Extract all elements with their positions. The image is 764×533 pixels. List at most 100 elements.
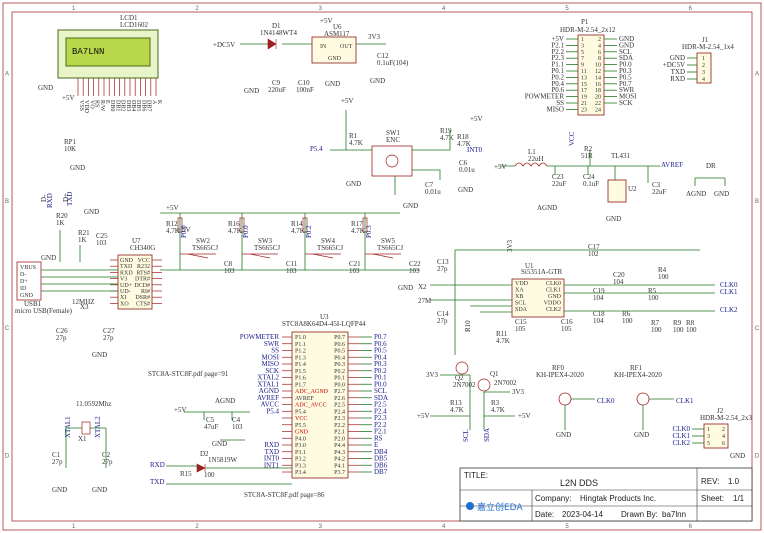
stc-5v: +5V	[174, 406, 187, 414]
switch-c-ref-1: C11	[286, 260, 298, 268]
stc-left-pin-7: P1.7	[295, 382, 306, 388]
switch-part-1: TS665CJ	[254, 244, 280, 252]
p1-pin-r-1: 4	[598, 43, 601, 49]
switch-r-ref-0: R12	[166, 220, 178, 228]
stc-right-net-15: RS	[374, 434, 383, 442]
sw1-5v-2: +5V	[470, 115, 483, 123]
stc-right-net-18: DB5	[374, 455, 388, 463]
c12-val: 0.1uF(104)	[377, 59, 409, 67]
c17-ref: C17	[588, 243, 600, 251]
lcd-pin-a: A	[151, 100, 157, 105]
ch340-gnd-left: GND	[41, 254, 56, 262]
mcu-crystal: 11.0592Mhz X1 XTAL1 XTAL2 C1 27p C2 27p …	[52, 400, 113, 494]
ch340-left-7: XO	[120, 301, 129, 307]
lcd-pin-db6: DB6	[140, 100, 146, 111]
frame-col-2: 2	[195, 6, 199, 12]
stc-left-net-3: MOSI	[261, 353, 279, 361]
r11-ref: R11	[496, 330, 508, 338]
switch-r-ref-2: R14	[291, 220, 303, 228]
p1-right-0: GND	[619, 35, 634, 43]
p1-pin-r-7: 16	[595, 82, 601, 88]
c10-val: 100nF	[296, 86, 314, 94]
led-d-plus: D+	[62, 193, 70, 202]
si-left-2: XB	[515, 294, 523, 300]
j1-pin-0: 1	[702, 56, 705, 62]
switch-net-2: P0.2	[305, 225, 313, 238]
stc-right-net-4: P0.3	[374, 360, 387, 368]
r21-ref: R21	[78, 229, 90, 237]
u6-ref: U6	[333, 23, 342, 31]
stc-left-pin-19: P3.3	[295, 463, 306, 469]
p1-pin-l-7: 15	[581, 82, 587, 88]
stc-left-net-7: XTAL1	[257, 380, 279, 388]
lcd-pin-e: E	[104, 100, 110, 104]
push-buttons: +5V GND R124.7KSW2TS665CJP0.0C8103R164.7…	[160, 204, 421, 292]
c18-val: 104	[593, 317, 604, 325]
switch-part-3: TS665CJ	[377, 244, 403, 252]
sw1-gnd-3: GND	[458, 186, 473, 194]
stc-left-net-8: AGND	[259, 387, 279, 395]
power-supply: D1 1N4148WT4 U6 ASM117 +DC5V +5V 3V3 IN …	[213, 17, 409, 95]
switch-resistor-1	[239, 217, 245, 233]
usb-pin-4: GND	[20, 293, 34, 299]
stc-left-net-0: POWMETER	[240, 333, 280, 341]
rxd-led-net: RXD	[46, 193, 54, 208]
ch340-right-0: VCC	[138, 258, 150, 264]
stc-right-pin-7: P0.0	[334, 382, 345, 388]
c1-ref: C1	[52, 451, 61, 459]
rp1-ref: RP1	[64, 138, 77, 146]
switch-r-ref-3: R17	[351, 220, 363, 228]
switch-lever	[249, 253, 271, 259]
lcd-5v: +5V	[62, 94, 75, 102]
stc-left-pin-3: P1.3	[295, 355, 306, 361]
d2-part: 1N5819W	[208, 456, 238, 464]
p1-pin-r-6: 14	[595, 75, 601, 81]
ls-5v-2: +5V	[518, 412, 531, 420]
p1-right-7: P0.7	[619, 80, 632, 88]
r7-ref: R7	[651, 319, 660, 327]
tl431-part: TL431	[611, 152, 631, 160]
switch-c-ref-3: C22	[409, 260, 421, 268]
r13-ref: R13	[450, 399, 462, 407]
usb-part: micro USB(Female)	[15, 307, 73, 315]
tb-date-value: 2023-04-14	[562, 510, 603, 519]
j2-pin-l-1: 3	[707, 434, 710, 440]
stc-left-net-1: SWR	[264, 340, 280, 348]
stc-left-pin-13: P5.5	[295, 423, 306, 429]
stc-right-pin-11: P2.4	[334, 409, 345, 415]
rf0-ref: RF0	[552, 364, 565, 372]
tb-date-key: Date:	[535, 510, 554, 519]
frame-col-bottom-6: 6	[689, 524, 693, 530]
stc-right-net-2: P0.5	[374, 347, 387, 355]
lcd-pin-db5: DB5	[135, 100, 141, 111]
dr-bridge: DR AGND GND	[686, 162, 729, 198]
stc-left-net-17: TXD	[265, 448, 279, 456]
sw1-5v: +5V	[341, 97, 354, 105]
frame-col-bottom-3: 3	[319, 524, 323, 530]
r4-ref: R4	[658, 266, 667, 274]
filter-5v: +5V	[494, 163, 507, 171]
p1-left-6: P0.2	[551, 73, 564, 81]
lcd-pin-db7: DB7	[146, 100, 152, 111]
j1-label-1: +DC5V	[663, 61, 685, 69]
stc-left-net-5: SCK	[265, 367, 279, 375]
switch-part-0: TS665CJ	[192, 244, 218, 252]
c3-ref: C3	[652, 181, 661, 189]
stc-left-net-4: MISO	[261, 360, 279, 368]
avref-filter: +5V L1 22uH R2 51R VCC C23 22uF C24 0.1u…	[494, 131, 683, 223]
c27-val: 27p	[103, 334, 114, 342]
c5-val: 47uF	[204, 423, 219, 431]
si-left-3: SCL	[515, 301, 526, 307]
lcd-pin-vss: VSS	[78, 100, 84, 111]
si-left-4: SDA	[515, 307, 528, 313]
stc-right-pin-5: P0.2	[334, 369, 345, 375]
q2-3v3: 3V3	[426, 371, 439, 379]
u6-gnd: GND	[328, 56, 342, 62]
si-clk1: CLK1	[720, 288, 738, 296]
tb-sheet-value: 1/1	[733, 494, 745, 503]
d1-part: 1N4148WT4	[260, 29, 297, 37]
ch340-right-2: RTS#	[136, 270, 150, 276]
c4-val: 103	[232, 423, 243, 431]
